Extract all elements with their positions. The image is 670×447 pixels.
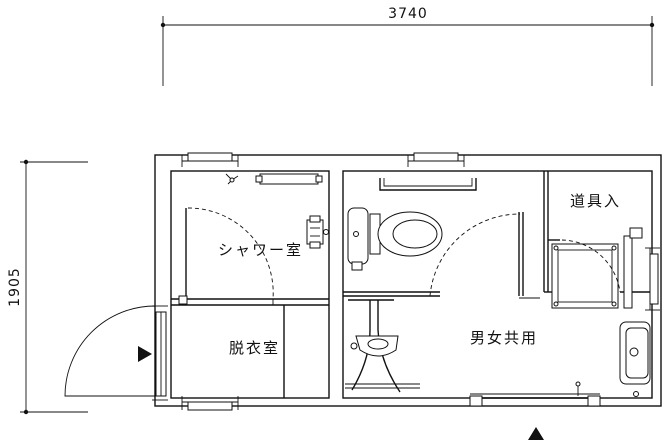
handrail-top [379, 178, 477, 191]
urinal-area [345, 299, 420, 393]
shower-hook-icon [225, 173, 239, 185]
room-label-shower: シャワー室 [218, 241, 303, 259]
dimension-width-label: 3740 [388, 6, 428, 22]
grab-bar-vertical [518, 212, 540, 299]
toilet-door-swing [429, 213, 521, 297]
sliding-door-bottom [469, 381, 601, 407]
wall-shelf [623, 227, 643, 309]
dimension-height-label: 1905 [7, 267, 23, 307]
dimension-horizontal [160, 16, 655, 86]
entrance-arrow-icon [138, 346, 152, 362]
shower-door-swing [187, 207, 274, 300]
shower-faucet [306, 215, 329, 249]
toilet-entrance-arrow-icon [528, 427, 544, 440]
storage-door-swing [561, 239, 621, 293]
window-right [645, 247, 660, 311]
room-label-toilet: 男女共用 [470, 329, 538, 347]
window-top-right [407, 152, 465, 167]
entrance-door-swing [64, 305, 156, 397]
toilet-icon [347, 207, 443, 271]
washbasin-icon [619, 321, 651, 397]
shower-rail [255, 173, 323, 185]
window-bottom-left [181, 396, 239, 411]
room-label-storage: 道具入 [570, 192, 621, 210]
room-label-dressing: 脱衣室 [229, 339, 280, 357]
storage-box [551, 243, 619, 309]
window-top-left [181, 152, 239, 167]
dimension-vertical [20, 159, 88, 415]
